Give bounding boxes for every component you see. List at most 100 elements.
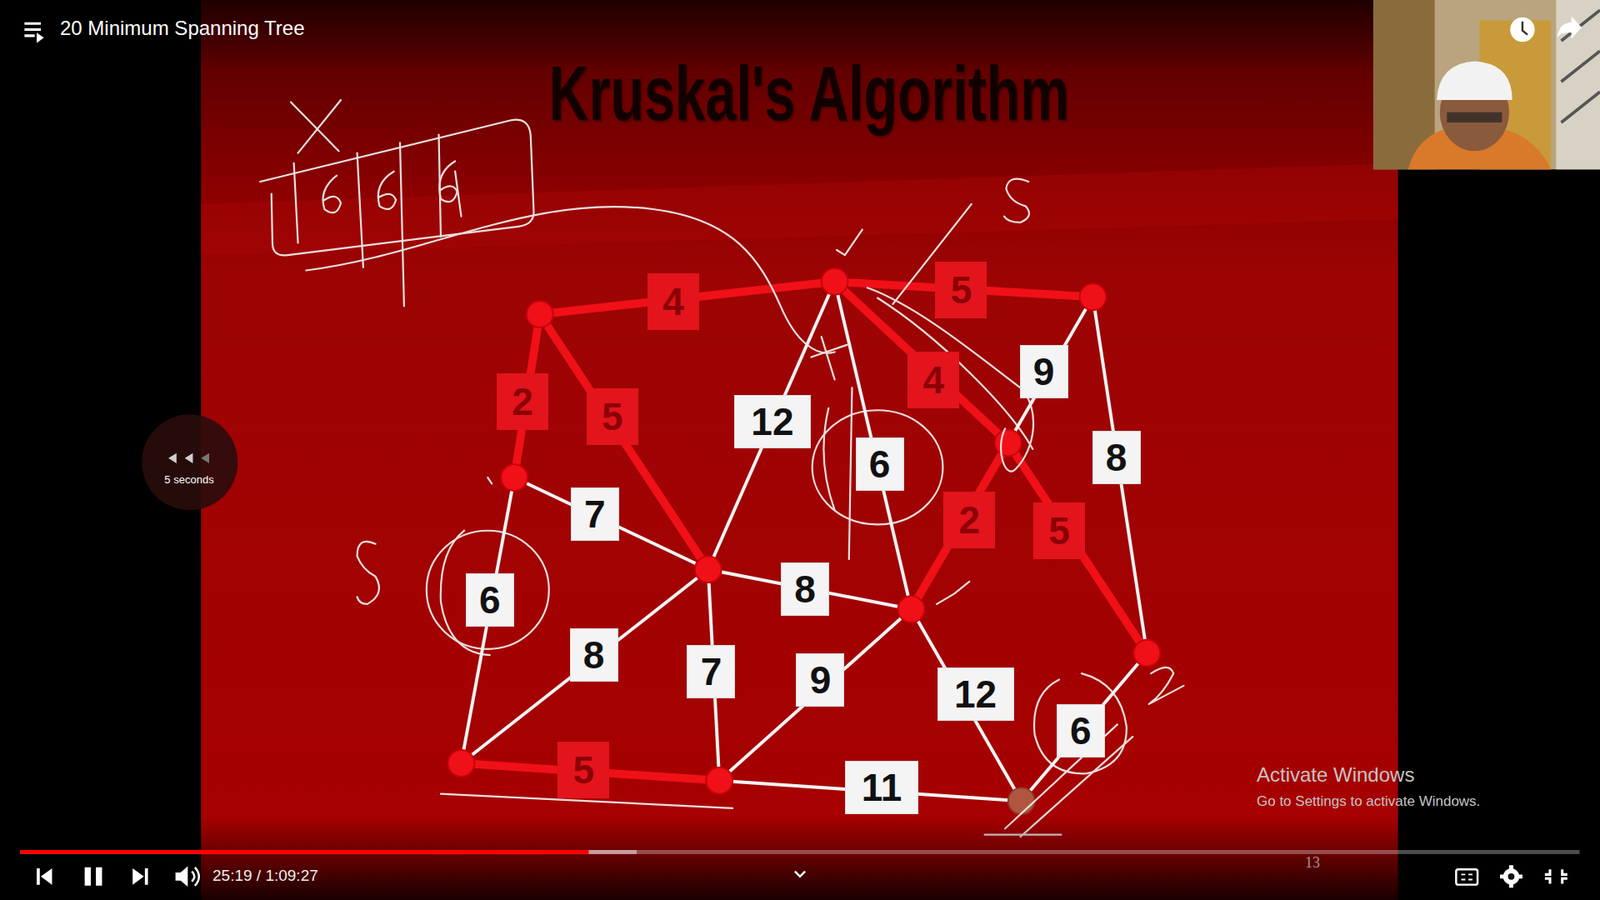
weight-value: 2 [511, 382, 534, 421]
weight-box: 6 [465, 573, 515, 627]
weight-value: 9 [1033, 352, 1055, 391]
weight-box: 9 [795, 653, 845, 707]
rewind-overlay [141, 414, 238, 510]
graph-edge [1008, 296, 1094, 443]
weight-value: 5 [1048, 511, 1070, 550]
handwriting [810, 336, 847, 380]
weight-value: 4 [662, 282, 685, 321]
weight-box: 11 [845, 760, 919, 815]
graph-vertex [500, 464, 528, 491]
weight-value: 12 [954, 675, 997, 714]
mst-weight-box: 4 [907, 351, 960, 409]
handwriting [305, 206, 835, 353]
player-controls [1510, 17, 1535, 42]
page-number: 13 [1305, 854, 1320, 872]
weight-value: 12 [750, 402, 794, 441]
handwriting [487, 477, 492, 484]
player-controls [1503, 868, 1520, 885]
weight-value: 6 [1070, 711, 1092, 750]
handwriting [426, 530, 550, 650]
slide-background [200, 0, 1398, 900]
graph-vertex [1133, 640, 1160, 667]
graph-vertex [526, 300, 554, 328]
weight-value: 5 [950, 270, 973, 310]
weight-value: 4 [923, 360, 945, 400]
watermark: Activate Windows [1256, 763, 1415, 787]
player-controls [1545, 869, 1568, 884]
graph-edge [708, 569, 912, 610]
mst-edge [910, 442, 1008, 610]
webcam-thumbnail [1555, 0, 1600, 170]
weight-value: 5 [601, 397, 624, 436]
slide-background [200, 163, 1398, 255]
mst-weight-box: 2 [496, 373, 549, 430]
weight-box: 12 [937, 667, 1015, 721]
player-controls [20, 850, 589, 855]
player-controls [1508, 873, 1515, 880]
graph-vertex [1008, 787, 1035, 815]
weight-box: 8 [780, 562, 830, 616]
weight-box: 7 [570, 487, 620, 541]
handwriting [357, 541, 380, 605]
weight-box: 12 [734, 395, 811, 449]
player-controls [1460, 874, 1472, 880]
weight-value: 8 [794, 570, 816, 609]
rewind-overlay [141, 414, 238, 510]
player-controls [20, 16, 1581, 889]
seek-hint: 5 seconds [164, 473, 214, 486]
rewind-overlay [168, 453, 193, 464]
graph-edge [460, 569, 708, 764]
graph-vertex [1080, 283, 1107, 310]
weight-value: 8 [583, 635, 605, 675]
weight-box: 9 [1020, 345, 1069, 399]
watermark-note: Go to Settings to activate Windows. [1256, 793, 1480, 810]
player-controls [20, 850, 1580, 855]
player-controls [36, 32, 45, 43]
player-controls [1522, 21, 1528, 35]
player-controls [1455, 869, 1478, 885]
handwriting [1149, 667, 1185, 705]
weight-box: 8 [1092, 430, 1141, 485]
mst-weight-box: 4 [647, 273, 700, 330]
handwriting [260, 100, 1184, 837]
video-title: 20 Minimum Spanning Tree [60, 16, 305, 40]
player-controls [795, 871, 805, 877]
weight-value: 7 [584, 495, 606, 534]
graph-vertex [695, 555, 722, 583]
graph-edge [910, 609, 1021, 801]
graph-edges [448, 268, 1161, 815]
player-controls [1557, 16, 1582, 40]
rewind-overlay [200, 453, 210, 464]
player-controls [85, 867, 103, 886]
weight-value: 9 [810, 660, 832, 700]
handwriting [260, 120, 534, 256]
handwriting [936, 581, 970, 605]
weight-box: 7 [686, 645, 735, 699]
weight-value: 6 [479, 580, 501, 620]
mst-weight-box: 5 [557, 741, 610, 799]
graph-vertex [448, 750, 475, 777]
top-shade [0, 816, 1600, 900]
webcam-thumbnail [1373, 0, 1600, 170]
time-display: 25:19 / 1:09:27 [212, 866, 319, 885]
player-controls [191, 867, 200, 886]
weight-value: 11 [861, 768, 903, 807]
player-controls [132, 868, 148, 885]
graph-vertex [898, 595, 925, 623]
weight-box: 6 [855, 437, 905, 491]
mst-weight-box: 2 [943, 491, 995, 549]
handwriting [812, 410, 944, 525]
weight-box: 6 [1056, 704, 1105, 758]
webcam-thumbnail [1446, 112, 1502, 123]
mst-weight-box: 5 [586, 388, 639, 445]
graph-edge [1092, 296, 1147, 653]
handwriting [290, 100, 341, 154]
mst-edge [540, 314, 709, 570]
webcam-thumbnail [1436, 60, 1513, 100]
graph-vertex [995, 430, 1022, 457]
weight-value: 5 [573, 750, 595, 790]
